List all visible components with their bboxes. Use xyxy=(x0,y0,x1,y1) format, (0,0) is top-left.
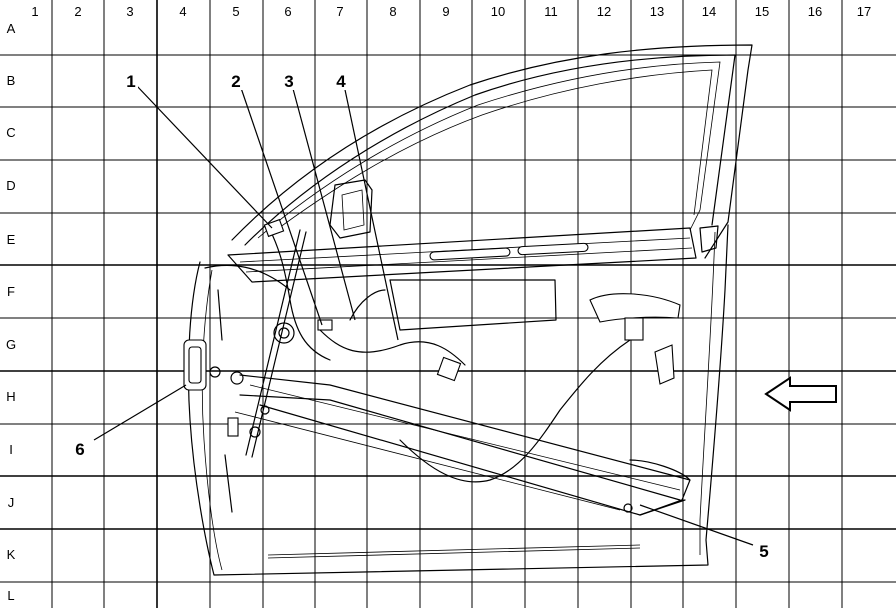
speaker-grommet xyxy=(273,322,295,344)
row-label: H xyxy=(6,389,15,404)
hinge-bolt xyxy=(230,371,244,385)
column-label: 2 xyxy=(74,4,81,19)
door-handle xyxy=(589,293,681,323)
column-label: 1 xyxy=(31,4,38,19)
column-labels: 1 2 3 4 5 6 7 8 9 10 11 12 13 14 15 16 1… xyxy=(31,4,871,19)
column-label: 9 xyxy=(442,4,449,19)
callout-label-6: 6 xyxy=(75,440,84,459)
column-label: 17 xyxy=(857,4,871,19)
leader-line-1 xyxy=(135,84,273,229)
leader-line-2 xyxy=(239,84,323,326)
beltline-rail-line xyxy=(245,247,693,273)
hinge-connector-inner xyxy=(188,346,202,384)
column-label: 3 xyxy=(126,4,133,19)
beltline-rail xyxy=(227,227,697,283)
column-label: 5 xyxy=(232,4,239,19)
row-label: A xyxy=(7,21,16,36)
callout-label-3: 3 xyxy=(284,72,293,91)
row-label: I xyxy=(9,442,13,457)
callout-label-2: 2 xyxy=(231,72,240,91)
door-drawing xyxy=(183,44,753,576)
row-label: F xyxy=(7,284,15,299)
leader-line-5 xyxy=(639,504,754,546)
left-arrow-icon xyxy=(764,376,837,412)
handle-harness xyxy=(399,339,631,483)
door-inner-edge xyxy=(201,269,223,571)
connector xyxy=(317,319,333,331)
window-frame-inner xyxy=(244,54,736,246)
column-label: 4 xyxy=(179,4,186,19)
hinge-bolt xyxy=(209,366,221,378)
bottom-molding xyxy=(267,547,641,559)
inner-panel xyxy=(389,279,557,331)
lower-bracket xyxy=(224,454,233,513)
handle-lock-cylinder xyxy=(624,317,644,341)
callout-labels: 1 2 3 4 5 6 xyxy=(72,70,772,561)
column-label: 16 xyxy=(808,4,822,19)
row-label: C xyxy=(6,125,15,140)
mirror-connector xyxy=(263,218,285,238)
rail-slot xyxy=(429,247,511,261)
speaker-grommet xyxy=(278,327,290,339)
column-label: 12 xyxy=(597,4,611,19)
row-label: J xyxy=(8,495,15,510)
lower-latch-area xyxy=(629,459,691,516)
harness-bundle xyxy=(234,411,621,511)
mirror-mount-inner xyxy=(341,189,365,231)
lower-bracket xyxy=(217,289,223,341)
leader-line-4 xyxy=(343,84,399,341)
harness-bundle xyxy=(239,394,681,501)
window-frame-line xyxy=(257,61,721,239)
leader-line-3 xyxy=(291,84,356,321)
harness-bundle xyxy=(249,384,681,491)
grommet xyxy=(260,405,270,415)
mirror-harness xyxy=(204,264,291,291)
regulator-rail xyxy=(245,229,301,456)
connector xyxy=(436,356,462,382)
mirror-harness xyxy=(269,229,331,361)
column-label: 14 xyxy=(702,4,716,19)
column-label: 7 xyxy=(336,4,343,19)
lock-harness xyxy=(349,289,386,321)
row-label: G xyxy=(6,337,16,352)
column-label: 6 xyxy=(284,4,291,19)
regulator-rail xyxy=(251,231,307,458)
column-label: 13 xyxy=(650,4,664,19)
callout-label-1: 1 xyxy=(126,72,135,91)
glass-run-bracket xyxy=(699,225,719,253)
column-label: 8 xyxy=(389,4,396,19)
callout-label-5: 5 xyxy=(759,542,768,561)
callout-label-4: 4 xyxy=(336,72,346,91)
row-labels: A B C D E F G H I J K L xyxy=(6,21,16,603)
door-switch xyxy=(227,417,239,437)
bottom-molding xyxy=(267,544,641,556)
grommet xyxy=(623,503,633,513)
column-label: 11 xyxy=(544,4,558,19)
row-label: L xyxy=(7,588,14,603)
row-label: B xyxy=(7,73,16,88)
door-outer-panel xyxy=(187,224,729,576)
rail-slot xyxy=(517,242,589,256)
window-frame-outer xyxy=(231,44,753,259)
latch-bracket xyxy=(654,344,675,385)
grommet xyxy=(249,426,261,438)
column-label: 10 xyxy=(491,4,505,19)
lock-harness xyxy=(319,329,466,366)
leader-lines xyxy=(93,84,754,546)
row-label: E xyxy=(7,232,16,247)
harness-bundle xyxy=(239,374,691,481)
row-label: K xyxy=(7,547,16,562)
row-label: D xyxy=(6,178,15,193)
column-label: 15 xyxy=(755,4,769,19)
window-frame-line xyxy=(267,69,713,237)
leader-line-6 xyxy=(93,384,187,441)
door-inner-edge xyxy=(699,231,716,555)
